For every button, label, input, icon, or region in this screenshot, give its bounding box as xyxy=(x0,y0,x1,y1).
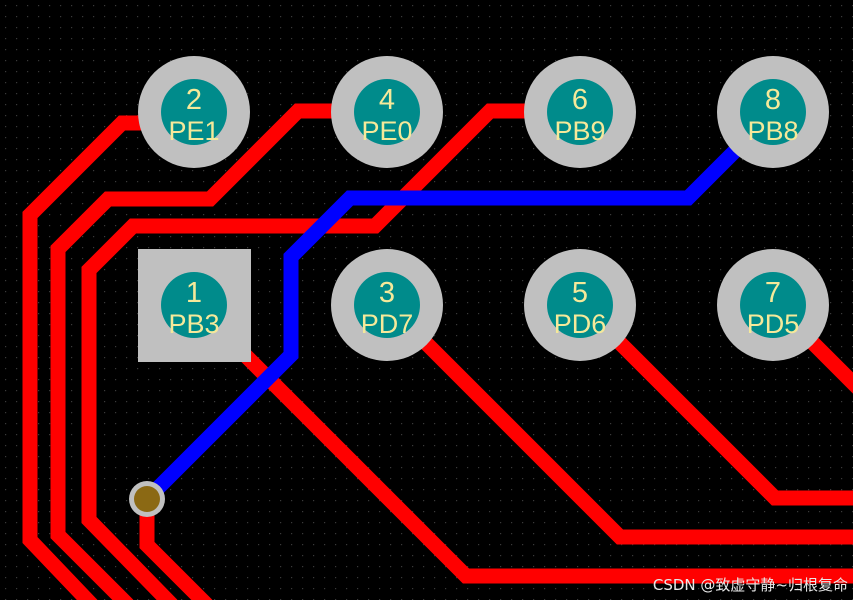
trace-pd7[interactable] xyxy=(412,329,853,545)
pad-7-net: PD5 xyxy=(747,309,800,339)
pad-1[interactable]: 1 PB3 xyxy=(138,249,251,362)
pad-8-number: 8 xyxy=(765,84,781,116)
pad-2[interactable]: 2 PE1 xyxy=(138,56,250,168)
pad-7-hole xyxy=(740,272,806,338)
trace-pd5[interactable] xyxy=(799,329,853,394)
pad-5-hole xyxy=(547,272,613,338)
via-hole xyxy=(134,486,160,512)
pad-1-net: PB3 xyxy=(168,309,219,339)
pad-3-hole xyxy=(354,272,420,338)
pad-5[interactable]: 5 PD6 xyxy=(524,249,636,361)
pad-3-net: PD7 xyxy=(361,309,414,339)
pad-2-hole xyxy=(161,79,227,145)
trace-pe1[interactable] xyxy=(22,115,150,600)
pad-6-hole xyxy=(547,79,613,145)
pad-8-hole xyxy=(740,79,806,145)
top-layer-traces xyxy=(22,103,853,600)
trace-pb9[interactable] xyxy=(81,103,530,600)
trace-pb3[interactable] xyxy=(239,349,853,584)
pad-4-hole xyxy=(354,79,420,145)
pad-1-hole xyxy=(161,272,227,338)
trace-pb8-bottom[interactable] xyxy=(141,138,748,505)
trace-pe0[interactable] xyxy=(50,103,338,600)
pad-4-number: 4 xyxy=(379,84,395,116)
watermark-text: CSDN @致虚守静~归根复命 xyxy=(653,576,848,594)
pad-2-net: PE1 xyxy=(168,116,219,146)
pad-7[interactable]: 7 PD5 xyxy=(717,249,829,361)
pad-4[interactable]: 4 PE0 xyxy=(331,56,443,168)
pad-6-number: 6 xyxy=(572,84,588,116)
pad-8-net: PB8 xyxy=(747,116,798,146)
pad-7-number: 7 xyxy=(765,277,781,309)
pad-2-number: 2 xyxy=(186,84,202,116)
pad-6-net: PB9 xyxy=(554,116,605,146)
pad-8[interactable]: 8 PB8 xyxy=(717,56,829,168)
pad-4-net: PE0 xyxy=(361,116,412,146)
pad-6[interactable]: 6 PB9 xyxy=(524,56,636,168)
pad-3-number: 3 xyxy=(379,277,395,309)
via[interactable] xyxy=(129,481,165,517)
pad-5-net: PD6 xyxy=(554,309,607,339)
pad-3[interactable]: 3 PD7 xyxy=(331,249,443,361)
pad-5-number: 5 xyxy=(572,277,588,309)
trace-pd6[interactable] xyxy=(606,329,853,506)
pad-1-number: 1 xyxy=(186,277,202,309)
